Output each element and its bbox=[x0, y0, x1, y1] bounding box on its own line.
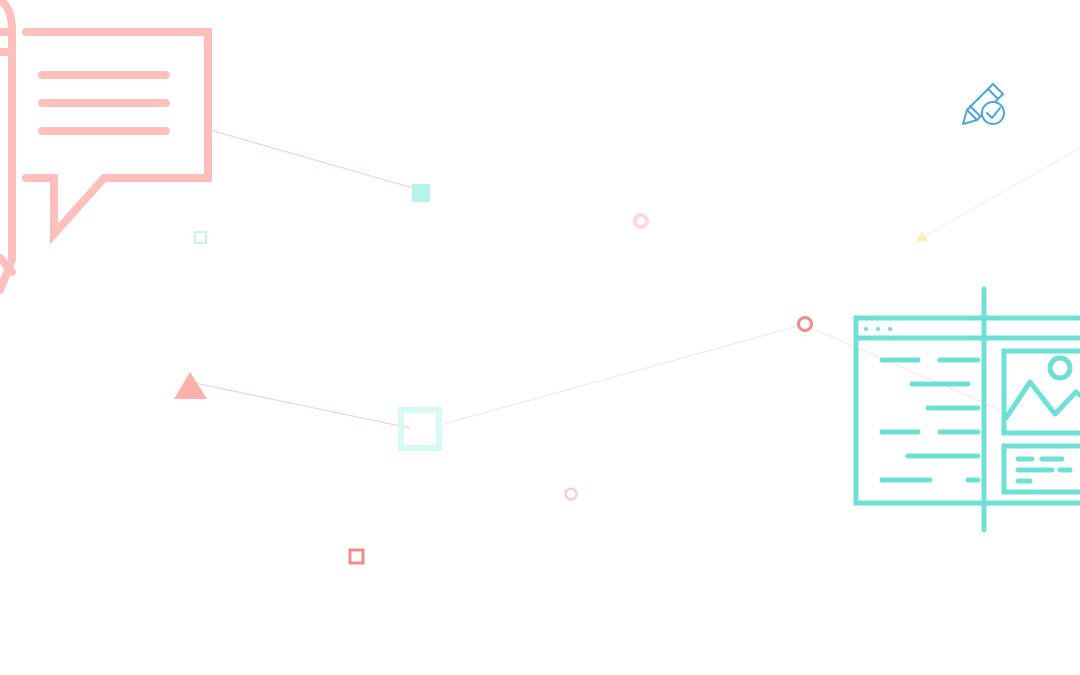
connector-line bbox=[439, 325, 799, 426]
connector-line bbox=[209, 129, 421, 191]
image-icon bbox=[1001, 348, 1080, 436]
pencil-check-icon bbox=[962, 83, 1005, 125]
connector-lines bbox=[194, 129, 1080, 429]
connector-line bbox=[811, 327, 1001, 411]
teal-large-outline-square bbox=[398, 407, 442, 451]
connector-line bbox=[194, 382, 411, 429]
coral-outline-square bbox=[348, 548, 365, 565]
pink-small-ring-circle bbox=[564, 487, 578, 501]
coral-triangle bbox=[174, 372, 207, 399]
web-layout-icon bbox=[853, 286, 1080, 533]
coral-ring-circle bbox=[797, 316, 813, 332]
pink-dot-circle bbox=[633, 213, 649, 229]
teal-outline-square bbox=[194, 231, 207, 244]
speech-bubble-icon bbox=[0, 0, 212, 294]
teal-filled-square bbox=[412, 184, 430, 202]
yellow-triangle bbox=[916, 232, 928, 241]
connector-line bbox=[924, 147, 1080, 237]
